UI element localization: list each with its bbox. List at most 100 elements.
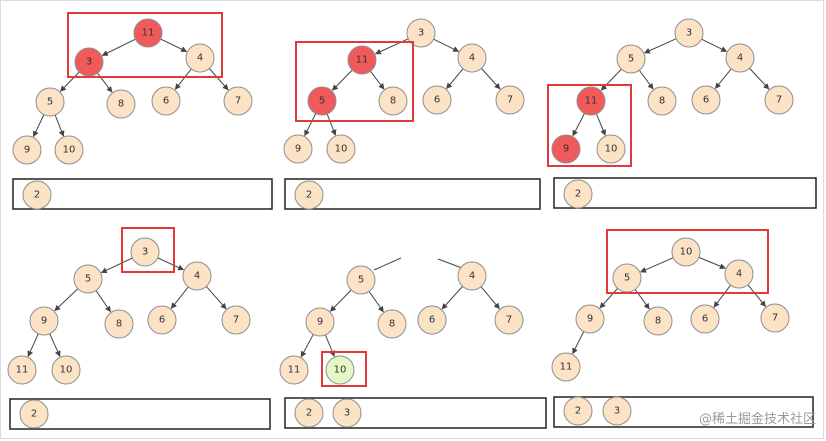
node-label: 7 [506,315,512,326]
sorted-output-box [9,398,271,430]
edge-n10-n5 [640,257,674,273]
node-label: 2 [575,406,581,417]
edge-n5-n10 [326,113,337,136]
tree-node-3: 3 [74,47,104,77]
tree-node-8: 8 [377,309,407,339]
tree-node-6: 6 [151,86,181,116]
tree-node-5: 5 [35,87,65,117]
node-label: 2 [34,190,40,201]
tree-node-7: 7 [221,305,251,335]
output-node-3: 3 [602,396,632,426]
node-label: 4 [194,271,200,282]
node-label: 4 [197,53,203,64]
node-label: 10 [60,365,73,376]
node-label: 4 [736,269,742,280]
tree-node-4: 4 [182,261,212,291]
tree-node-10: 10 [671,237,701,267]
node-label: 10 [334,365,347,376]
tree-node-11: 11 [7,355,37,385]
node-label: 6 [703,95,709,106]
sorted-output-box [284,397,547,429]
edge-n5-n9 [599,288,618,309]
tree-node-6: 6 [691,85,721,115]
node-label: 2 [575,189,581,200]
output-node-2: 2 [563,179,593,209]
node-label: 11 [16,365,29,376]
edge-n5-n9 [33,114,45,138]
edge-n9-n10 [49,333,61,358]
node-label: 11 [585,96,598,107]
tree-node-4: 4 [457,261,487,291]
node-label: 6 [159,315,165,326]
tree-node-10: 10 [54,135,84,165]
tree-node-9: 9 [12,135,42,165]
edge-n4-n6 [174,68,192,90]
highlight-frame [321,351,367,387]
node-label: 3 [344,408,350,419]
tree-node-5: 5 [616,44,646,74]
edge-n3-n4 [157,257,185,271]
tree-node-5: 5 [346,265,376,295]
node-label: 4 [737,53,743,64]
node-label: 2 [306,408,312,419]
tree-node-10: 10 [596,134,626,164]
node-label: 8 [118,99,124,110]
node-label: 3 [614,406,620,417]
node-label: 4 [469,53,475,64]
tree-node-4: 4 [457,43,487,73]
tree-node-5: 5 [73,264,103,294]
node-label: 11 [560,362,573,373]
edge-n5-n9 [329,289,352,312]
tree-node-8: 8 [104,309,134,339]
edge-n5-n11 [600,68,622,91]
tree-node-9: 9 [283,134,313,164]
tree-node-3: 3 [674,18,704,48]
edge-n4-n6 [713,284,731,308]
node-label: 2 [31,409,37,420]
watermark-text: @稀土掘金技术社区 [698,412,816,427]
edge-n5-n8 [638,69,654,90]
tree-node-11: 11 [551,352,581,382]
node-label: 6 [163,96,169,107]
edge-n9-n11 [27,333,39,358]
highlight-frame [121,227,175,273]
node-label: 5 [628,54,634,65]
sorted-output-box [553,177,817,209]
node-label: 7 [233,315,239,326]
node-label: 8 [390,96,396,107]
edge-n4-n6 [441,286,463,310]
tree-node-3: 3 [130,237,160,267]
output-node-3: 3 [332,398,362,428]
tree-node-6: 6 [690,304,720,334]
edge-n3-n5 [644,38,677,54]
edge-n11-n3 [101,38,136,56]
edge-n3-n4 [701,38,728,52]
output-node-2: 2 [294,398,324,428]
edge-n11-n5 [331,69,353,91]
node-label: 10 [63,145,76,156]
node-label: 9 [317,317,323,328]
tree-node-10: 10 [325,355,355,385]
tree-node-4: 4 [725,43,755,73]
output-node-2: 2 [19,399,49,429]
node-label: 8 [659,96,665,107]
node-label: 7 [776,95,782,106]
edge-n3-n5 [100,257,133,274]
node-label: 9 [563,144,569,155]
edge-n3-n5 [59,71,80,92]
edge-n4-n6 [446,68,464,90]
node-label: 3 [142,247,148,258]
node-label: 5 [624,273,630,284]
tree-node-11: 11 [347,45,377,75]
edge-n4-n6 [714,68,732,89]
node-label: 7 [235,96,241,107]
node-label: 5 [47,97,53,108]
node-label: 9 [587,314,593,325]
highlight-frame [606,229,769,294]
tree-node-4: 4 [724,259,754,289]
edge-n4-n7 [480,286,500,310]
sorted-output-box [553,396,814,428]
